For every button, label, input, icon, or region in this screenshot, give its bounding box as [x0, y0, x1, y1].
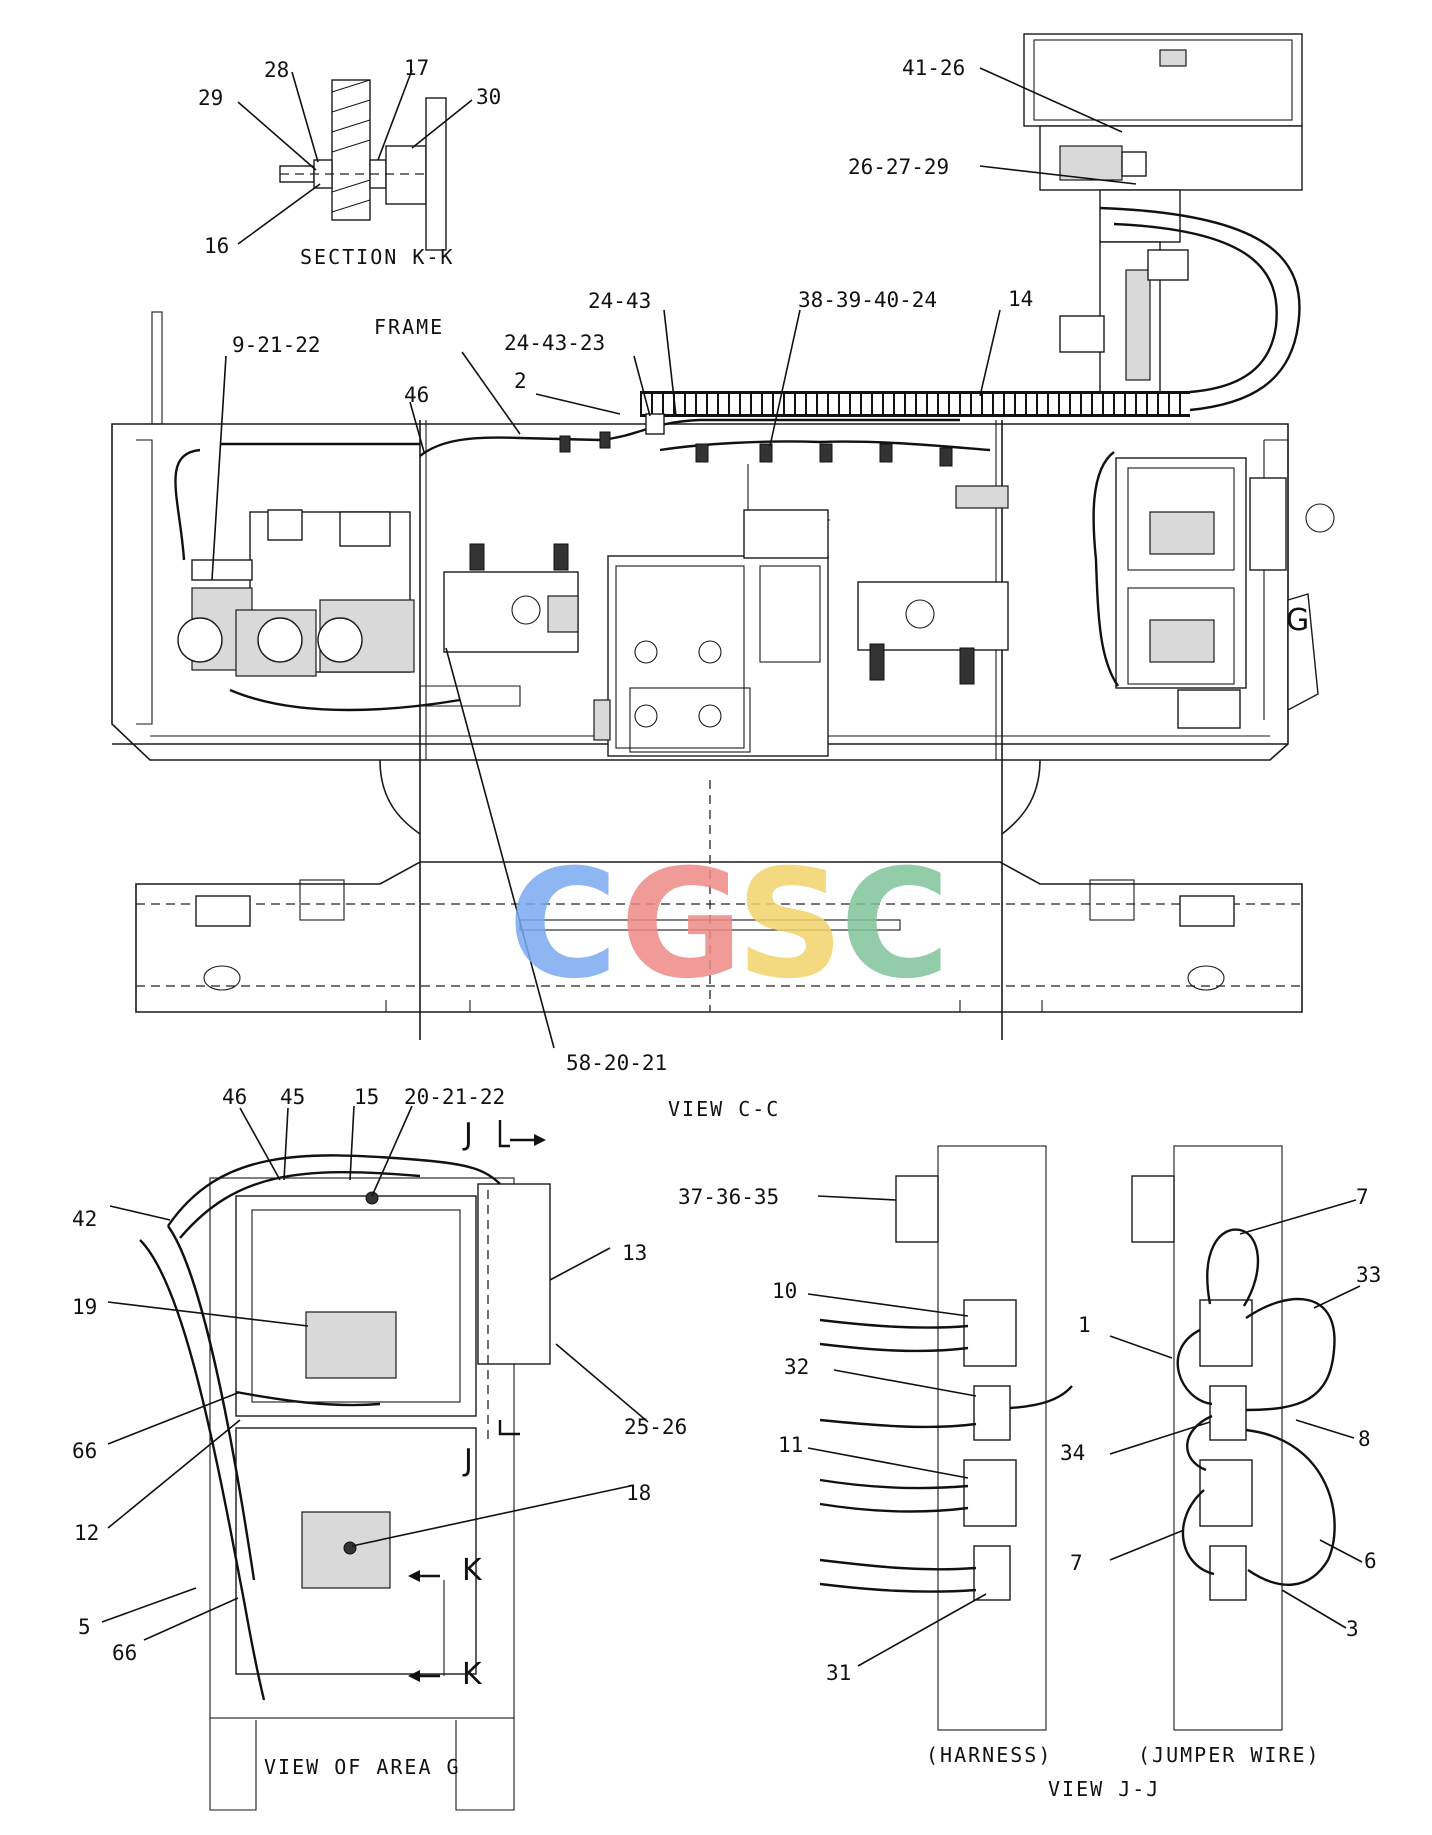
callout-41-26: 41-26 — [902, 56, 965, 80]
callout-26-27-29: 26-27-29 — [848, 155, 949, 179]
view-jj-title: VIEW J-J — [1048, 1777, 1160, 1801]
callout-15: 15 — [354, 1085, 379, 1109]
view-jj-jumper — [1131, 1145, 1336, 1731]
j-marker-bottom: J — [462, 1443, 473, 1478]
callout-58-20-21: 58-20-21 — [566, 1051, 667, 1075]
callout-30: 30 — [476, 85, 501, 109]
callout-32: 32 — [784, 1355, 809, 1379]
j-marker-top: J — [462, 1117, 473, 1152]
callout-45: 45 — [280, 1085, 305, 1109]
callout-38-39-40-24: 38-39-40-24 — [798, 288, 937, 312]
callout-17: 17 — [404, 56, 429, 80]
callout-34: 34 — [1060, 1441, 1085, 1465]
callout-7-bottom: 7 — [1070, 1551, 1083, 1575]
callout-14: 14 — [1008, 287, 1033, 311]
callout-11: 11 — [778, 1433, 803, 1457]
view-jj-leaders — [807, 1195, 1363, 1667]
callout-2: 2 — [514, 369, 527, 393]
area-g-leaders — [101, 1105, 649, 1641]
jumper-wire-label: (JUMPER WIRE) — [1138, 1743, 1321, 1767]
section-kk-leaders — [237, 69, 473, 245]
view-jj-harness — [819, 1145, 1073, 1731]
cgsc-watermark: C G S C — [508, 838, 950, 1012]
callout-29: 29 — [198, 86, 223, 110]
callout-9-21-22: 9-21-22 — [232, 333, 321, 357]
spiral-conduit — [640, 206, 1301, 417]
callout-10: 10 — [772, 1279, 797, 1303]
right-electrical-panel — [1092, 451, 1335, 729]
area-g-marker: G — [1286, 603, 1309, 638]
callout-7-top: 7 — [1356, 1185, 1369, 1209]
watermark-letter-s: S — [736, 838, 844, 1012]
callout-3: 3 — [1346, 1617, 1359, 1641]
callout-25-26: 25-26 — [624, 1415, 687, 1439]
callout-46-g: 46 — [222, 1085, 247, 1109]
callout-5: 5 — [78, 1615, 91, 1639]
k-marker-bottom: K — [462, 1657, 483, 1692]
watermark-letter-c2: C — [840, 838, 950, 1012]
callout-33: 33 — [1356, 1263, 1381, 1287]
callout-37-36-35: 37-36-35 — [678, 1185, 779, 1209]
callout-24-43: 24-43 — [588, 289, 651, 313]
center-components — [443, 509, 1009, 757]
top-right-enclosure — [1023, 33, 1303, 393]
section-arrows — [408, 1120, 546, 1682]
callout-28: 28 — [264, 58, 289, 82]
callout-46-main: 46 — [404, 383, 429, 407]
callout-66-bottom: 66 — [112, 1641, 137, 1665]
callout-20-21-22: 20-21-22 — [404, 1085, 505, 1109]
callout-66-top: 66 — [72, 1439, 97, 1463]
harness-label: (HARNESS) — [926, 1743, 1052, 1767]
callout-8: 8 — [1358, 1427, 1371, 1451]
area-g-detail — [139, 1154, 551, 1811]
section-kk-detail — [279, 79, 447, 251]
left-pump-assembly — [174, 442, 521, 712]
section-kk-title: SECTION K-K — [300, 245, 454, 269]
frame-label: FRAME — [374, 315, 444, 339]
callout-31: 31 — [826, 1661, 851, 1685]
view-area-g-title: VIEW OF AREA G — [264, 1755, 461, 1779]
callout-1: 1 — [1078, 1313, 1091, 1337]
callout-42: 42 — [72, 1207, 97, 1231]
callout-13: 13 — [622, 1241, 647, 1265]
main-view-leaders — [211, 309, 1001, 1049]
view-cc-title: VIEW C-C — [668, 1097, 780, 1121]
callout-19: 19 — [72, 1295, 97, 1319]
callout-24-43-23: 24-43-23 — [504, 331, 605, 355]
callout-16: 16 — [204, 234, 229, 258]
watermark-letter-c1: C — [508, 838, 618, 1012]
watermark-letter-g: G — [620, 838, 743, 1012]
main-harness — [419, 413, 1009, 521]
callout-12: 12 — [74, 1521, 99, 1545]
k-marker-top: K — [462, 1553, 483, 1588]
callout-6: 6 — [1364, 1549, 1377, 1573]
callout-18: 18 — [626, 1481, 651, 1505]
